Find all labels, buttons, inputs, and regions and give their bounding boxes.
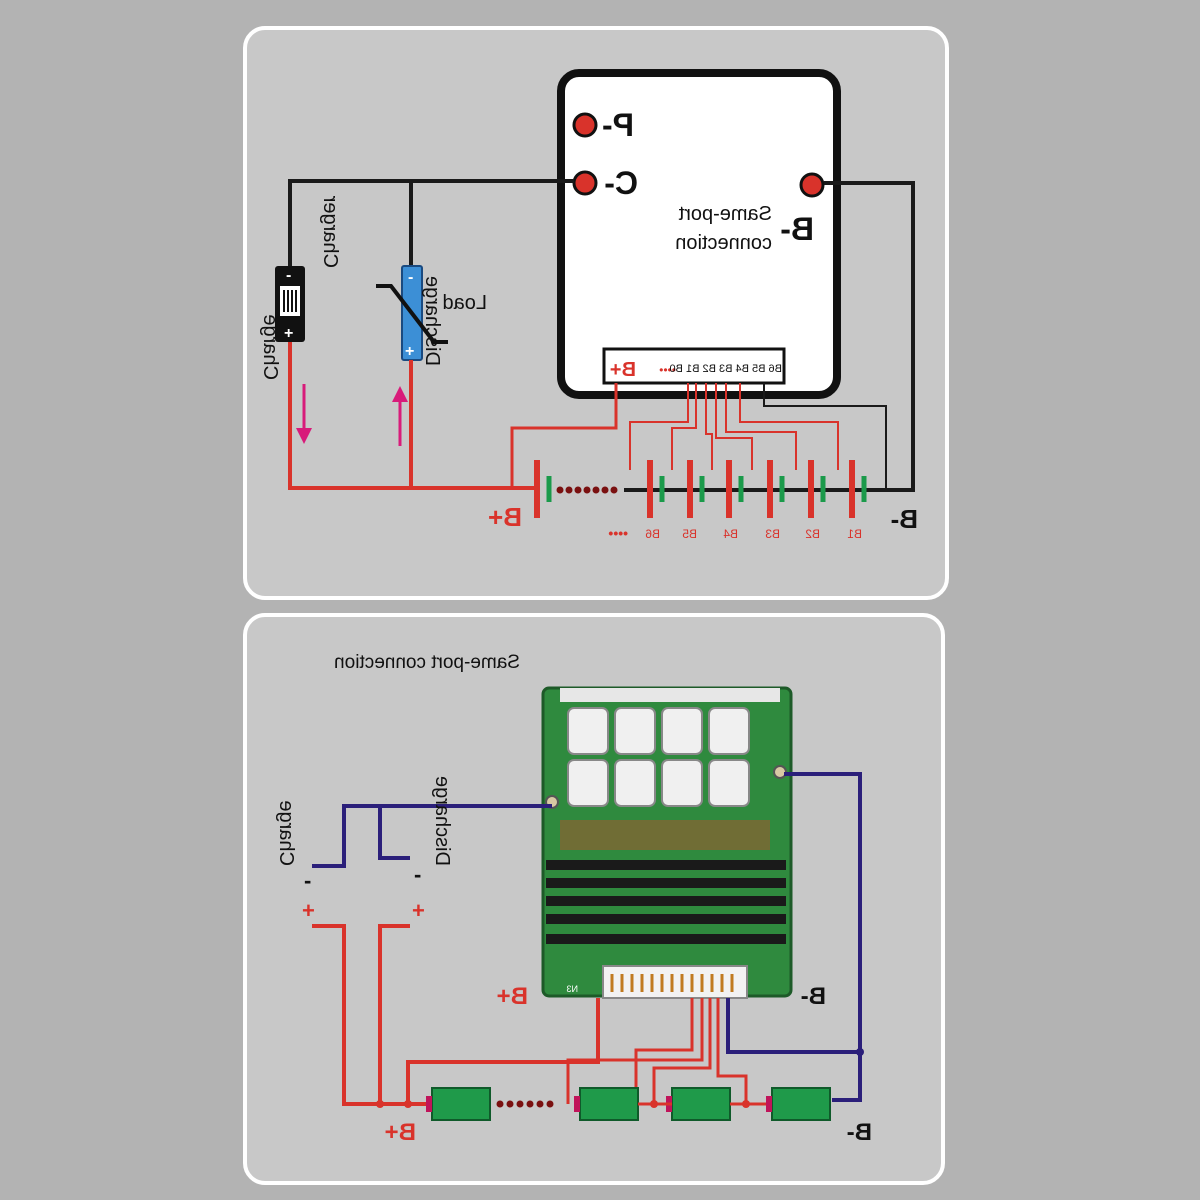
battery-cell-4: [771, 1087, 831, 1121]
load-minus: -: [408, 269, 413, 286]
pcb-balance-connector: [602, 965, 748, 999]
charge-label: Charge: [259, 314, 281, 380]
discharge-plus-wire: [378, 924, 410, 1104]
cell-b3: [767, 460, 785, 518]
pcb-c-minus-wire: [312, 804, 552, 868]
cell-label-b1: B1: [847, 527, 862, 541]
pin-c-label: C-: [604, 165, 638, 201]
cell-b5: [687, 460, 705, 518]
cell-b6: [647, 460, 665, 518]
component-rows: [546, 860, 786, 944]
bottom-bplus-label: B+: [385, 1119, 416, 1146]
mosfet-row-bottom: [567, 759, 750, 807]
cell-label-b6: B6: [645, 527, 660, 541]
load-plus: +: [405, 343, 414, 360]
cell-label-b2: B2: [805, 527, 820, 541]
battery-cell-2: [579, 1087, 639, 1121]
mosfet-row-top: [567, 707, 750, 755]
pcb-b-minus-wire: [784, 772, 862, 1102]
pcb-board-label: N3: [566, 984, 578, 994]
battery-cell-3: [671, 1087, 731, 1121]
load-label: Load: [443, 292, 488, 314]
b-minus-wire: [824, 181, 915, 492]
pin-b-terminal: [799, 172, 825, 198]
connector-bplus-label: B+: [610, 359, 636, 381]
cell-label-b3: B3: [765, 527, 780, 541]
charge-plus-sign: +: [302, 898, 315, 923]
charger-plus: +: [284, 325, 293, 342]
discharge-minus-wire: [378, 806, 410, 860]
battery-dots: [556, 486, 618, 494]
pin-p-label: P-: [602, 107, 634, 143]
charger-minus: -: [286, 267, 291, 284]
battery-cell-1: [431, 1087, 491, 1121]
pin-b-label: B-: [780, 211, 814, 247]
bottom-title: Same-port connection: [334, 652, 520, 673]
bottom-discharge-label: Discharge: [431, 776, 453, 866]
discharge-label: Discharge: [421, 276, 443, 366]
charger-plus-wire: [288, 342, 536, 490]
battery-dots-bottom: [496, 1100, 554, 1108]
pin-p-terminal: [572, 112, 598, 138]
bottom-charge-label: Charge: [275, 800, 297, 866]
connector-dots: ••••: [659, 363, 676, 377]
bms-module-box: [557, 69, 841, 399]
connector-bminus-wire: [726, 998, 860, 1054]
cell-b1: [849, 460, 867, 518]
c-minus-wire: [288, 179, 574, 267]
bplus-sense-wire: [510, 383, 618, 488]
cells-dots-label: ••••: [608, 525, 628, 541]
balance-connector: [602, 347, 786, 385]
cell-b4: [726, 460, 744, 518]
cell-label-b4: B4: [723, 527, 738, 541]
discharge-minus-sign: -: [414, 862, 421, 887]
bottom-bminus-label: B-: [847, 1119, 872, 1146]
connector-sense-wires: [566, 998, 748, 1104]
charge-minus-sign: -: [304, 868, 311, 893]
same-port-note-line1: Same-port: [678, 203, 772, 225]
top-bplus-label: B+: [488, 502, 522, 532]
cell-label-b5: B5: [682, 527, 697, 541]
charger-label: Charger: [319, 195, 341, 268]
connector-pin-labels: B6 B5 B4 B3 B2 B1 B0: [669, 363, 782, 375]
balance-sense-wires: [629, 383, 887, 490]
load-variable-mark: [376, 284, 448, 344]
cell-b2: [808, 460, 826, 518]
connector-bplus-wire: [406, 998, 600, 1104]
top-bminus-label: B-: [891, 504, 918, 534]
board-bminus-label: B-: [801, 983, 826, 1010]
same-port-note-line2: connection: [675, 232, 772, 254]
charge-plus-wire: [312, 924, 426, 1106]
discharge-plus-sign: +: [412, 898, 425, 923]
board-bplus-label: B+: [497, 983, 528, 1010]
